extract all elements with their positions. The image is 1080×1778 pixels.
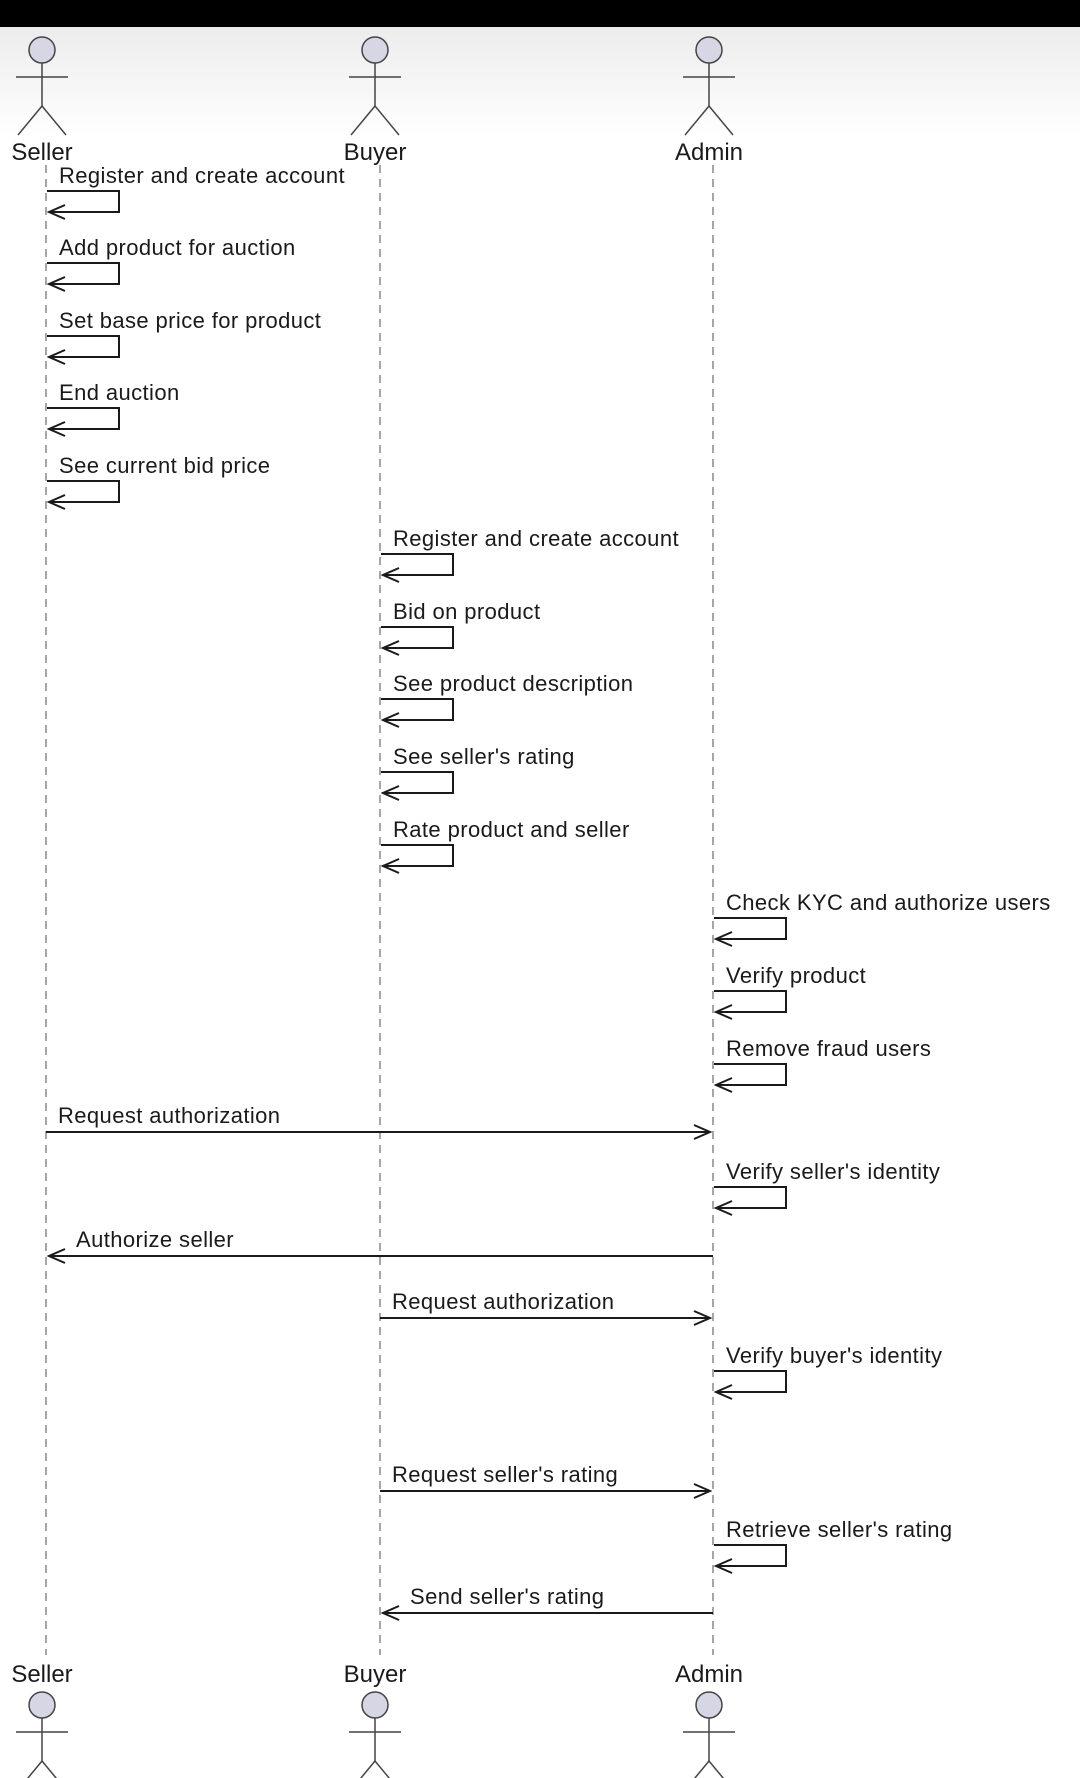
actor-name-admin-top: Admin [675, 139, 743, 166]
self-message-arrow [47, 262, 120, 285]
arrowhead [380, 640, 400, 656]
actor-name-buyer-bottom: Buyer [344, 1661, 407, 1688]
actor-seller-top-leg-right [41, 105, 67, 136]
message-label: Verify buyer's identity [726, 1343, 942, 1368]
self-message-arrow [714, 1186, 787, 1209]
self-message-arrow [381, 771, 454, 794]
self-message-arrow [714, 917, 787, 940]
arrowhead [380, 567, 400, 583]
arrowhead [713, 1077, 733, 1093]
arrowhead [46, 421, 66, 437]
message-label: Add product for auction [59, 235, 296, 260]
message-label: Authorize seller [76, 1227, 234, 1252]
arrowhead [713, 1200, 733, 1216]
header-shade [0, 27, 1080, 137]
actor-buyer-bottom-leg-right [374, 1760, 391, 1778]
self-message-arrow [714, 1063, 787, 1086]
message-label: See current bid price [59, 453, 270, 478]
self-message-arrow [381, 844, 454, 867]
self-message-arrow [714, 1370, 787, 1393]
arrowhead [713, 1558, 733, 1574]
arrowhead [713, 931, 733, 947]
message-label: Register and create account [393, 526, 679, 551]
self-message-arrow [47, 407, 120, 430]
message-label: Register and create account [59, 163, 345, 188]
actor-seller-bottom-leg-right [41, 1760, 58, 1778]
actor-name-buyer-top: Buyer [344, 139, 407, 166]
message-label: Retrieve seller's rating [726, 1517, 953, 1542]
message-label: Request seller's rating [392, 1462, 618, 1487]
actor-admin-bottom-leg-left [693, 1760, 710, 1778]
message-label: Check KYC and authorize users [726, 890, 1051, 915]
actor-admin-bottom-leg-right [708, 1760, 725, 1778]
message-label: Send seller's rating [410, 1584, 604, 1609]
message-label: Rate product and seller [393, 817, 630, 842]
self-message-arrow [47, 480, 120, 503]
arrowhead [46, 494, 66, 510]
self-message-arrow [381, 698, 454, 721]
arrowhead [693, 1124, 713, 1140]
arrowhead [713, 1004, 733, 1020]
actor-name-admin-bottom: Admin [675, 1661, 743, 1688]
message-label: Bid on product [393, 599, 540, 624]
message-label: Request authorization [58, 1103, 280, 1128]
actor-seller-bottom-leg-left [26, 1760, 43, 1778]
message-label: Request authorization [392, 1289, 614, 1314]
actor-buyer-top-leg-left [350, 105, 376, 136]
arrowhead [46, 349, 66, 365]
arrowhead [380, 858, 400, 874]
actor-seller-top-leg-left [17, 105, 43, 136]
actor-buyer-bottom-leg-left [359, 1760, 376, 1778]
self-message-arrow [47, 190, 120, 213]
actor-admin-top-leg-left [684, 105, 710, 136]
message-label: Set base price for product [59, 308, 321, 333]
message-label: See seller's rating [393, 744, 575, 769]
arrowhead [380, 785, 400, 801]
actor-seller-top-head [28, 36, 56, 64]
actor-admin-bottom-head [695, 1691, 723, 1719]
arrowhead [693, 1483, 713, 1499]
self-message-arrow [381, 553, 454, 576]
actor-seller-bottom-head [28, 1691, 56, 1719]
self-message-arrow [47, 335, 120, 358]
actor-admin-top-leg-right [708, 105, 734, 136]
arrowhead [693, 1310, 713, 1326]
message-label: Verify product [726, 963, 866, 988]
message-label: End auction [59, 380, 180, 405]
actor-name-seller-top: Seller [11, 139, 72, 166]
status-bar [0, 0, 1080, 27]
arrowhead [46, 204, 66, 220]
actor-name-seller-bottom: Seller [11, 1661, 72, 1688]
arrowhead [380, 1605, 400, 1621]
arrowhead [46, 276, 66, 292]
actor-admin-top-head [695, 36, 723, 64]
actor-buyer-top-leg-right [374, 105, 400, 136]
message-label: Remove fraud users [726, 1036, 931, 1061]
message-label: Verify seller's identity [726, 1159, 940, 1184]
actor-buyer-bottom-head [361, 1691, 389, 1719]
arrowhead [380, 712, 400, 728]
self-message-arrow [714, 1544, 787, 1567]
self-message-arrow [381, 626, 454, 649]
self-message-arrow [714, 990, 787, 1013]
arrowhead [46, 1248, 66, 1264]
actor-buyer-top-head [361, 36, 389, 64]
message-label: See product description [393, 671, 633, 696]
arrowhead [713, 1384, 733, 1400]
